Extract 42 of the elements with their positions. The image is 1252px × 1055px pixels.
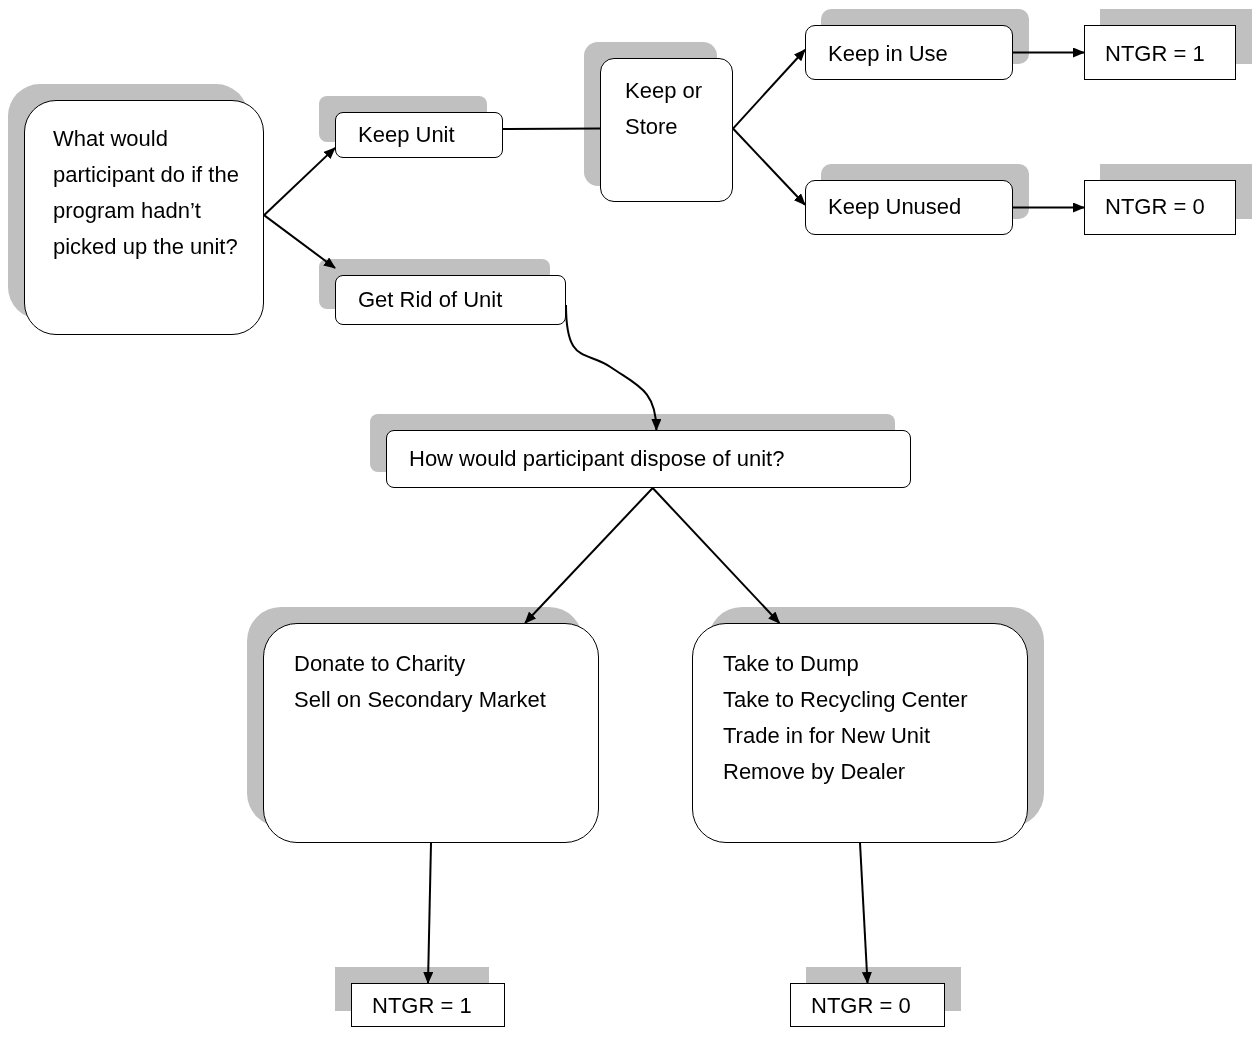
node-text: NTGR = 1 (372, 992, 473, 1020)
node-text: Sell on Secondary Market (294, 686, 547, 714)
process-box (1084, 25, 1236, 80)
process-box (335, 112, 503, 158)
arrow (1012, 47, 1085, 58)
arrow (651, 487, 781, 624)
process-box (805, 180, 1013, 235)
node-text: Get Rid of Unit (358, 286, 504, 314)
node-text: Take to Recycling Center (723, 686, 969, 714)
arrow (732, 48, 806, 130)
node-text: Keep in Use (828, 40, 949, 68)
arrow (1012, 202, 1085, 213)
node-text: NTGR = 1 (1105, 40, 1206, 68)
rounded-box (692, 623, 1028, 843)
process-box (386, 430, 911, 488)
node-text: Keep Unit (358, 121, 456, 149)
node-text: How would participant dispose of unit? (409, 445, 786, 473)
arrow (524, 487, 654, 624)
node-text: Keep Unused (828, 193, 963, 221)
arrow (263, 146, 336, 217)
connector-line (502, 127, 601, 130)
process-box (1084, 180, 1236, 235)
arrow (263, 214, 336, 269)
node-text: Remove by Dealer (723, 758, 907, 786)
rounded-box (600, 58, 733, 202)
arrow (732, 127, 806, 206)
arrow (565, 304, 661, 431)
process-box (335, 275, 566, 325)
rounded-box (263, 623, 599, 843)
process-box (351, 983, 505, 1027)
rounded-box (24, 100, 264, 335)
node-text: Donate to Charity (294, 650, 467, 678)
node-text: Trade in for New Unit (723, 722, 932, 750)
node-text: Keep or Store (625, 77, 704, 141)
process-box (790, 983, 945, 1027)
node-text: What would participant do if the program hadn’t picked up the unit? (53, 125, 240, 261)
arrow (423, 842, 434, 984)
node-text: Take to Dump (723, 650, 860, 678)
process-box (805, 25, 1013, 80)
arrow (859, 842, 872, 984)
node-text: NTGR = 0 (1105, 193, 1206, 221)
node-text: NTGR = 0 (811, 992, 912, 1020)
